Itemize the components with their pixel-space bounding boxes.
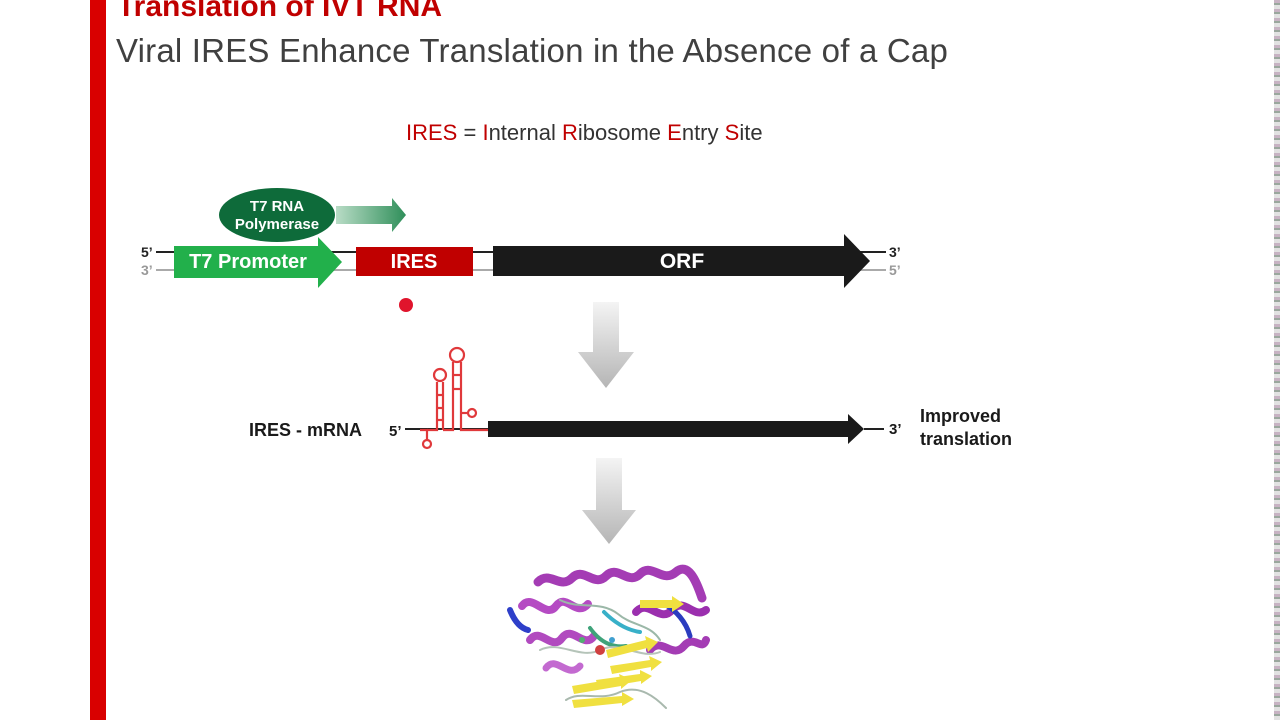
dna-five-prime-bottom: 5’ bbox=[889, 262, 901, 278]
slide-subtitle: Viral IRES Enhance Translation in the Ab… bbox=[116, 32, 949, 69]
definition-equals: = bbox=[457, 120, 483, 145]
initial-r: R bbox=[561, 120, 578, 145]
mrna-label: IRES - mRNA bbox=[249, 420, 362, 440]
orf-label: ORF bbox=[660, 250, 705, 273]
word-internal: nternal bbox=[488, 120, 556, 145]
ires-acronym: IRES bbox=[406, 120, 458, 145]
ires-definition: IRES = Internal Ribosome Entry Site bbox=[406, 120, 763, 146]
word-site: ite bbox=[739, 120, 763, 145]
mrna-orf-arrow bbox=[488, 414, 864, 444]
initial-e: E bbox=[667, 120, 682, 145]
ires-block: IRES bbox=[356, 247, 473, 276]
transcription-direction-arrow bbox=[336, 198, 406, 232]
mrna-three-prime: 3’ bbox=[889, 421, 902, 438]
orf-block: ORF bbox=[493, 234, 870, 288]
stem-loop-icon bbox=[420, 346, 488, 450]
result-label-line2: translation bbox=[920, 429, 1012, 449]
dna-three-prime-top: 3’ bbox=[889, 244, 901, 260]
down-arrow-icon bbox=[578, 302, 634, 388]
down-arrow-icon bbox=[582, 458, 636, 544]
dna-three-prime-bottom: 3’ bbox=[141, 262, 153, 278]
t7-promoter-block: T7 Promoter bbox=[174, 237, 342, 288]
result-label-line1: Improved bbox=[920, 406, 1001, 426]
window-edge-strip bbox=[1274, 0, 1280, 720]
initial-i: I bbox=[482, 120, 489, 145]
t7-polymerase: T7 RNA Polymerase bbox=[219, 188, 335, 242]
dna-five-prime-top: 5’ bbox=[141, 244, 153, 260]
word-entry: ntry bbox=[681, 120, 719, 145]
protein-structure-icon bbox=[507, 564, 710, 709]
promoter-label: T7 Promoter bbox=[189, 251, 307, 273]
initial-s: S bbox=[724, 120, 740, 145]
laser-pointer-dot bbox=[399, 298, 413, 312]
mrna-five-prime: 5’ bbox=[389, 423, 402, 440]
accent-bar bbox=[90, 0, 106, 720]
slide-title: Translation of IVT RNA bbox=[117, 0, 443, 23]
word-ribosome: ibosome bbox=[577, 120, 662, 145]
ires-block-label: IRES bbox=[391, 251, 438, 273]
polymerase-label-line2: Polymerase bbox=[235, 216, 319, 233]
polymerase-label-line1: T7 RNA bbox=[250, 198, 304, 215]
